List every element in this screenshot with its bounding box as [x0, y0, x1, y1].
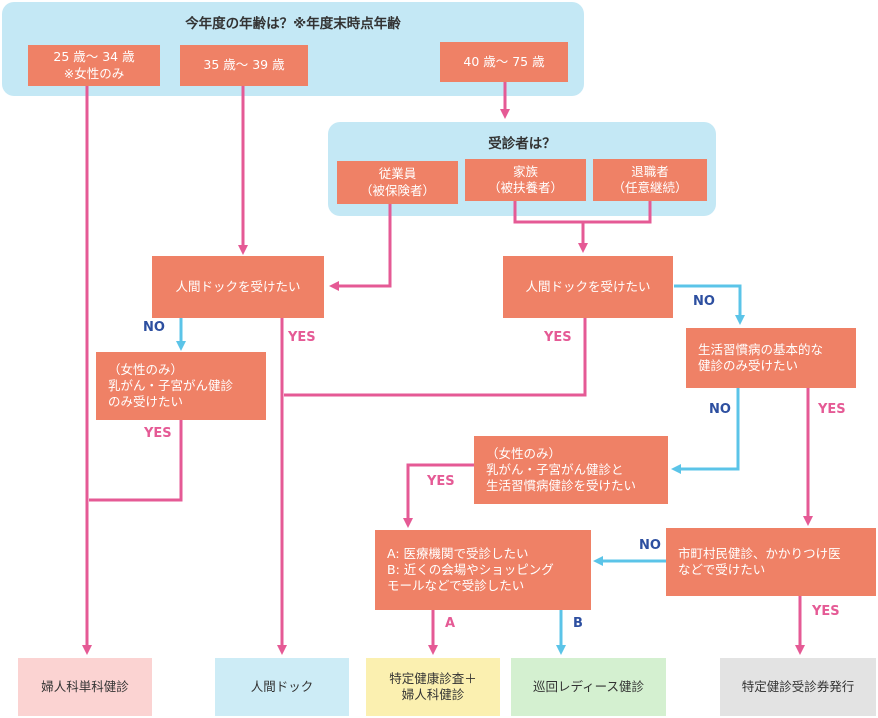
- label-no-dock-left: NO: [143, 320, 165, 335]
- result-dock[interactable]: 人間ドック: [215, 658, 349, 716]
- label-no-lifestyle: NO: [709, 402, 731, 417]
- label-yes-women-lifestyle: YES: [427, 474, 455, 489]
- label-yes-women-cancer: YES: [144, 426, 172, 441]
- examinee-retired[interactable]: 退職者 （任意継続）: [593, 159, 707, 201]
- line-dock-right-yes: [284, 318, 587, 397]
- result-ladies-tour[interactable]: 巡回レディース健診: [511, 658, 666, 716]
- examinee-employee[interactable]: 従業員 （被保険者）: [337, 161, 458, 204]
- node-dock-left[interactable]: 人間ドックを受けたい: [152, 256, 324, 318]
- result-specific-plus-gyn[interactable]: 特定健康診査＋ 婦人科健診: [366, 658, 500, 716]
- label-choice-a: A: [445, 616, 456, 631]
- age-question-title: 今年度の年齢は？※年度末時点年齢: [185, 16, 401, 32]
- label-yes-dock-left: YES: [288, 330, 316, 345]
- label-yes-lifestyle: YES: [818, 402, 846, 417]
- line-family-retired-join: [513, 201, 652, 224]
- node-women-cancer[interactable]: （女性のみ） 乳がん・子宮がん健診 のみ受けたい: [96, 352, 266, 420]
- line-lifestyle-no: [671, 388, 740, 474]
- age-option-35-39[interactable]: 35 歳〜 39 歳: [180, 45, 308, 86]
- node-municipal[interactable]: 市町村民健診、かかりつけ医 などで受けたい: [666, 528, 876, 596]
- line-women-cancer-yes: [89, 420, 183, 502]
- label-yes-dock-right: YES: [544, 330, 572, 345]
- node-ab-choice[interactable]: A: 医療機関で受診したい B: 近くの会場やショッピング モールなどで受診した…: [375, 530, 591, 610]
- result-gyn-only[interactable]: 婦人科単科健診: [18, 658, 152, 716]
- label-yes-municipal: YES: [812, 604, 840, 619]
- label-no-dock-right: NO: [693, 294, 715, 309]
- age-option-25-34[interactable]: 25 歳〜 34 歳 ※女性のみ: [28, 45, 160, 86]
- node-women-cancer-lifestyle[interactable]: （女性のみ） 乳がん・子宮がん健診と 生活習慣病健診を受けたい: [474, 436, 668, 504]
- examinee-question-title: 受診者は？: [488, 136, 556, 152]
- line-employee-to-dock-left: [329, 204, 392, 291]
- line-women-lifestyle-yes: [403, 463, 474, 528]
- age-option-40-75[interactable]: 40 歳〜 75 歳: [440, 42, 568, 82]
- result-voucher[interactable]: 特定健診受診券発行: [720, 658, 876, 716]
- line-dock-right-no: [674, 284, 745, 325]
- examinee-family[interactable]: 家族 （被扶養者）: [465, 159, 586, 201]
- label-no-municipal: NO: [639, 538, 661, 553]
- node-lifestyle-basic[interactable]: 生活習慣病の基本的な 健診のみ受けたい: [686, 328, 856, 388]
- node-dock-right[interactable]: 人間ドックを受けたい: [503, 256, 673, 318]
- label-choice-b: B: [573, 616, 583, 631]
